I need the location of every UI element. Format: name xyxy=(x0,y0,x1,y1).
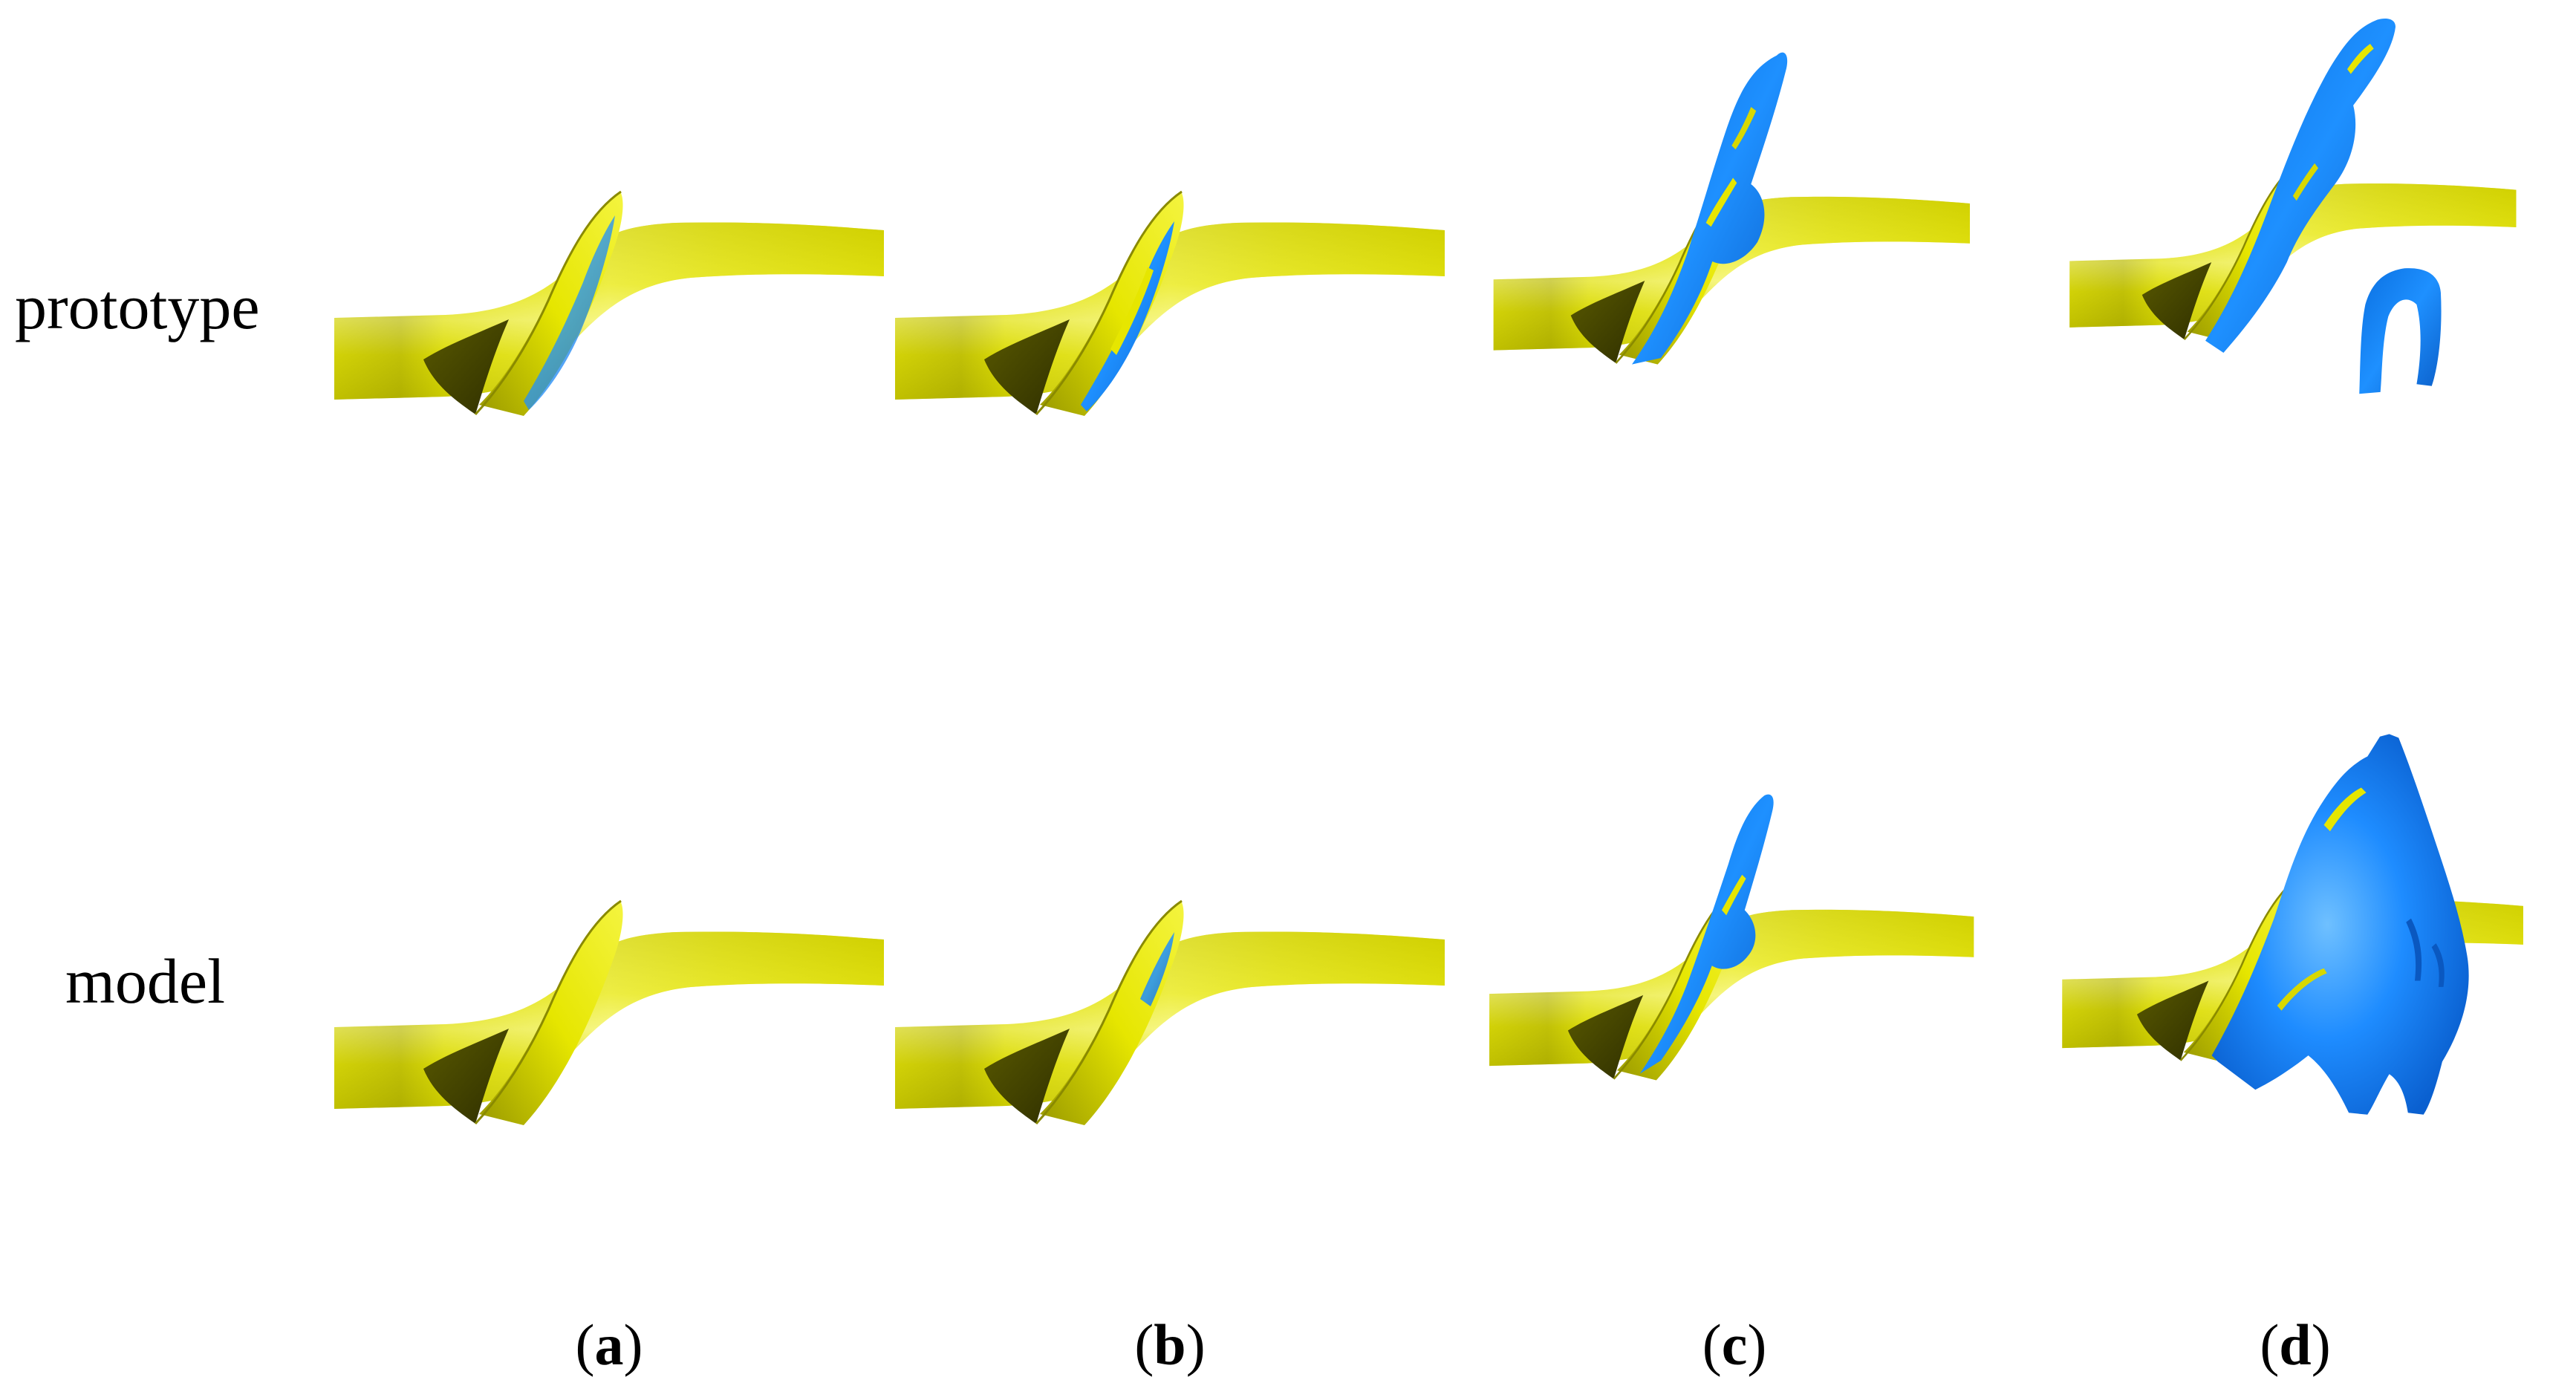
row-label-prototype: prototype xyxy=(15,271,260,342)
row-label-model: model xyxy=(65,945,225,1017)
caption-d-open: ( xyxy=(2260,1312,2280,1377)
caption-b-close: ) xyxy=(1185,1312,1206,1377)
caption-b-open: ( xyxy=(1134,1312,1154,1377)
panel-prototype-b xyxy=(895,89,1460,475)
caption-d: (d) xyxy=(2206,1316,2384,1374)
panel-model-d xyxy=(2017,732,2576,1118)
panel-prototype-c xyxy=(1456,30,2020,416)
caption-b: (b) xyxy=(1081,1316,1259,1374)
panel-model-c xyxy=(1456,746,2020,1133)
caption-a: (a) xyxy=(520,1316,698,1374)
caption-c-letter: c xyxy=(1721,1312,1748,1377)
caption-b-letter: b xyxy=(1154,1312,1186,1377)
caption-a-open: ( xyxy=(575,1312,595,1377)
panel-prototype-a xyxy=(334,89,899,475)
caption-c-close: ) xyxy=(1747,1312,1767,1377)
caption-c: (c) xyxy=(1645,1316,1824,1374)
caption-a-close: ) xyxy=(623,1312,643,1377)
caption-a-letter: a xyxy=(594,1312,624,1377)
panel-model-b xyxy=(895,798,1460,1185)
caption-c-open: ( xyxy=(1702,1312,1722,1377)
caption-d-letter: d xyxy=(2279,1312,2312,1377)
panel-prototype-d xyxy=(2017,15,2576,401)
panel-model-a xyxy=(334,798,899,1185)
caption-d-close: ) xyxy=(2311,1312,2331,1377)
